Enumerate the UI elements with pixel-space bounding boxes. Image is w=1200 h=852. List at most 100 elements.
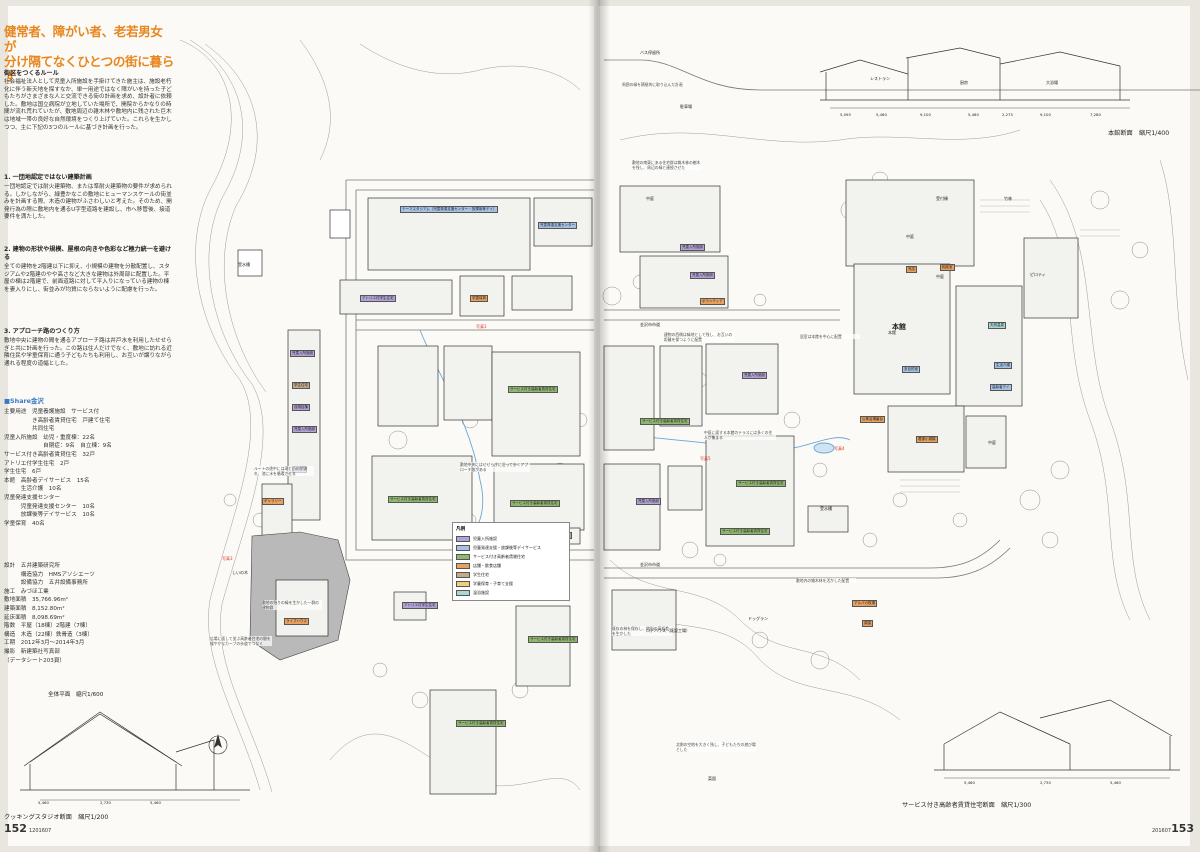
share-list-line: アトリエ付学生住宅 2戸 [4, 460, 70, 467]
plan-facility-tag: サービス付き高齢者賃貸住宅 [736, 480, 786, 487]
main-building-caption: 本館断面 縮尺1/400 [1108, 130, 1170, 137]
credit-line: 建築面積 8,152.80m² [4, 605, 65, 612]
cooking-dim-1: 5,460 [38, 800, 49, 805]
plan-annotation: 敷地内の雑木林を活かした配置 [796, 578, 856, 583]
share-list-line: 学生住宅 6戸 [4, 469, 42, 476]
legend-swatch [456, 553, 470, 560]
plan-facility-tag: サービス付き高齢者賃貸住宅 [720, 528, 770, 535]
share-list-line: 共同住宅 [4, 426, 55, 433]
main-dim-3: 9,100 [920, 112, 931, 117]
credit-line: 設備協力 五井設備事務所 [4, 580, 88, 587]
credit-line: 撮影 新建築社写真部 [4, 648, 60, 655]
plan-area-label: 受水槽 [238, 262, 250, 267]
photo-5-marker: 写真5 [700, 456, 711, 461]
plan-facility-tag: 高齢者デイ [990, 384, 1012, 391]
plan-facility-tag: アトリエ付学生住宅 [360, 295, 396, 302]
plan-area-label: ロデハウス（既設工場） [646, 628, 690, 633]
plan-facility-tag: テーマスタジアム（児童発達支援センター・放課後等デイ） [400, 206, 499, 213]
gutter-shadow [588, 0, 610, 852]
share-list-line: 本館 高齢者デイサービス 15名 [4, 477, 90, 484]
photo-4-marker: 写真4 [834, 446, 845, 451]
share-facility-list: 主要用途 児童養護施設 サービス付 き高齢者賃貸住宅 戸建て住宅 共同住宅児童入… [4, 408, 172, 528]
north-arrow [208, 734, 228, 755]
road-south-label: 金沢市市道 [640, 562, 660, 567]
credit-line: 延床面積 8,098.69m² [4, 614, 65, 621]
elderly-dim-3: 5,460 [1110, 780, 1121, 785]
main-dim-6: 9,100 [1040, 112, 1051, 117]
right-page-number: 153 [1171, 822, 1195, 835]
plan-facility-tag: 児童入所施設 [290, 350, 315, 357]
main-dim-4: 5,460 [968, 112, 979, 117]
plan-annotation: 中庭に面する本館のテラスには多くの住人が集まる [704, 430, 776, 440]
photo-3-marker: 写真3 [222, 556, 233, 561]
plan-facility-tag: 相談室 [940, 264, 955, 271]
plan-facility-tag: サービス付き高齢者賃貸住宅 [640, 418, 690, 425]
legend-item: サービス付き高齢者賃貸住宅 [456, 552, 566, 561]
plan-annotation: 居室は本館を中心に配置 [800, 334, 860, 339]
plan-facility-tag: ギャラリー [262, 498, 284, 505]
plan-facility-tag: 天然温泉 [988, 322, 1006, 329]
plan-facility-tag: サービス付き高齢者賃貸住宅 [510, 500, 560, 507]
share-list-line: 放課後等デイサービス 10名 [4, 512, 96, 519]
dog-run-label: ドッグラン [748, 616, 768, 621]
plan-facility-tag: 自閉症棟 [292, 404, 310, 411]
headline: 健常者、障がい者、老若男女が 分け隔てなくひとつの街に暮らす [4, 24, 174, 84]
credit-line: 工期 2012年3月～2014年3月 [4, 640, 85, 647]
plan-annotation: 敷地中央にはせせらぎに沿って歩くアプローチ路がある [460, 462, 530, 472]
share-list-line: 主要用途 児童養護施設 サービス付 [4, 409, 100, 415]
credit-line: 構造協力 HMSアソシエーツ [4, 571, 95, 578]
plan-area-label: 本館 [888, 330, 896, 335]
share-list-line: サービス付き高齢者賃貸住宅 32戸 [4, 451, 96, 458]
plan-annotation: 敷地の残りの緑を生かした一群の建物群 [262, 600, 322, 610]
credit-line: （データシート203頁） [4, 657, 66, 664]
legend-item: 児童発達支援・放課後等デイサービス [456, 543, 566, 552]
plan-facility-tag: 児童発達支援センター [538, 222, 577, 229]
cooking-studio-caption: クッキングスタジオ断面 縮尺1/200 [4, 814, 109, 821]
plan-annotation: 周囲の緑を積極的に取り込んだ計画 [622, 82, 686, 87]
legend-swatch [456, 580, 470, 587]
main-building-label: 本館 [892, 323, 906, 331]
plan-annotation: 広場に面して並ぶ高齢者住宅の間を緩やかなカーブの歩道でつなぐ [210, 636, 272, 646]
cooking-dim-3: 5,460 [150, 800, 161, 805]
plan-area-label: 中庭 [936, 274, 944, 279]
plan-facility-tag: 売店 [906, 266, 917, 273]
plan-annotation: 既存の林を保存し、地形の高低差を生かした [612, 626, 672, 636]
plan-facility-tag: アルパカ牧場 [852, 600, 877, 607]
plan-area-label: ピロティ [1030, 272, 1046, 277]
legend-label: 学生住宅 [473, 571, 489, 577]
plan-area-label: 中庭 [646, 196, 654, 201]
legend-swatch [456, 562, 470, 569]
intro-body: 社会福祉法人として児童入所施設を手掛けてきた施主は、施設老朽化に伴う新天地を探す… [4, 79, 172, 131]
main-dim-2: 5,460 [876, 112, 887, 117]
credit-line: 設計 五井建築研究所 [4, 563, 60, 569]
plan-annotation: ルートの途中には滝と小川が流れ、池に水を循環させる [254, 466, 314, 476]
site-plan-caption: 全体平面 縮尺1/600 [48, 692, 104, 698]
cooking-dim-2: 2,730 [100, 800, 111, 805]
road-north-label: 金沢市市道 [640, 322, 660, 327]
plan-facility-tag: 児童入所施設 [690, 272, 715, 279]
plan-annotation: 北側の空地を大きく残し、子どもたちの遊び場とした [676, 742, 756, 752]
plan-area-label: 菜園 [708, 776, 716, 781]
plan-facility-tag: 公衆浴場番台 [860, 416, 885, 423]
plan-facility-tag: 児童入所施設 [636, 498, 661, 505]
legend-swatch [456, 544, 470, 551]
share-list-line: き高齢者賃貸住宅 戸建て住宅 [4, 417, 111, 424]
plan-facility-tag: 菜園 [862, 620, 873, 627]
intro-heading: 街区をつくるルール [4, 70, 59, 77]
credit-line: 階数 平屋（18棟）2階建（7棟） [4, 623, 91, 630]
elderly-dim-2: 2,730 [1040, 780, 1051, 785]
plan-area-label: 受付棟 [936, 196, 948, 201]
plan-facility-tag: サービス付き高齢者賃貸住宅 [388, 496, 438, 503]
credit-line: 敷地面積 35,766.96m² [4, 597, 69, 604]
legend-items: 児童入所施設児童発達支援・放課後等デイサービスサービス付き高齢者賃貸住宅店舗・飲… [456, 534, 566, 597]
plan-facility-tag: 児童入所施設 [292, 426, 317, 433]
rule-3-body: 敷地中央に建物の間を通るアプローチ路は井戸水を利用したせせらぎと共に計画を行った… [4, 338, 172, 367]
plan-area-label: しいの木 [232, 570, 248, 575]
plan-area-label: 受水槽 [820, 506, 832, 511]
legend-label: 店舗・飲食店舗 [473, 562, 501, 568]
share-list-line: 学童保育 40名 [4, 520, 45, 527]
plan-legend: 凡例 児童入所施設児童発達支援・放課後等デイサービスサービス付き高齢者賃貸住宅店… [452, 522, 570, 601]
legend-label: 温浴施設 [473, 589, 489, 595]
rule-1-heading: 1. 一団地認定ではない建築計画 [4, 174, 92, 181]
